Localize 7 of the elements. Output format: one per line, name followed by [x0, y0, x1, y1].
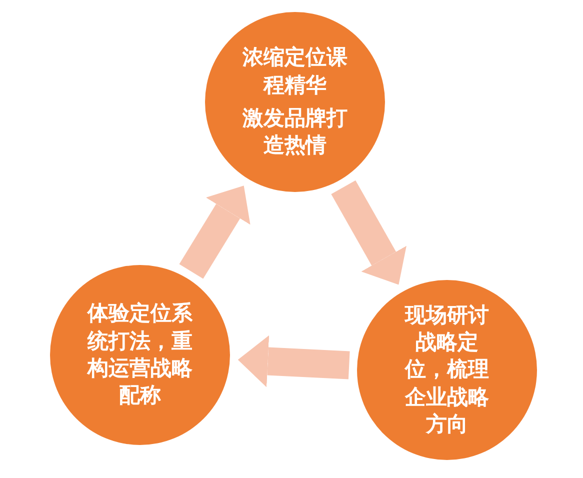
- block-arrow: [238, 335, 350, 388]
- node-text: 体验定位系统打法，重构运营战略配称: [86, 300, 194, 410]
- node-text: 浓缩定位课程精华: [241, 44, 348, 99]
- block-arrow: [179, 186, 250, 279]
- node-text: 激发品牌打造热情: [241, 105, 348, 160]
- block-arrow: [331, 180, 406, 285]
- node-text: 现场研讨战略定位，梳理企业战略方向: [404, 302, 490, 438]
